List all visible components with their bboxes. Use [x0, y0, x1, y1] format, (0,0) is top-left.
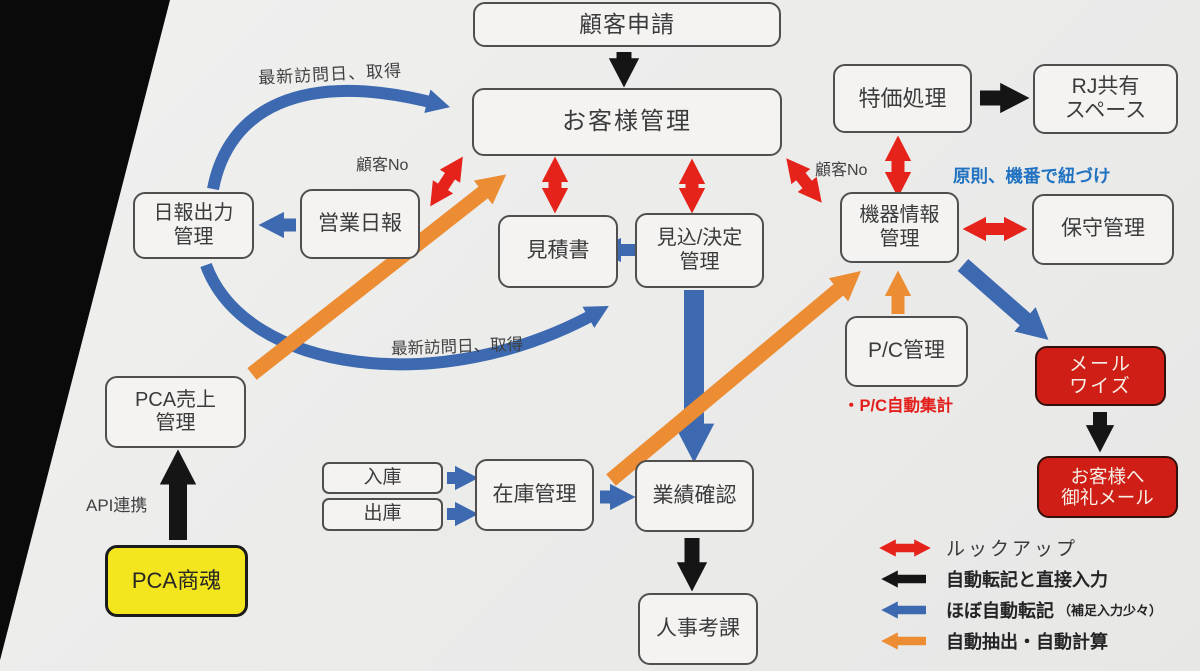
- node-inventory-management: 在庫管理: [475, 459, 594, 531]
- node-label: PCA売上: [134, 388, 217, 411]
- node-label: 顧客申請: [579, 11, 675, 38]
- legend-label: ほぼ自動転記: [946, 600, 1054, 621]
- node-mailwise: メール ワイズ: [1035, 346, 1166, 406]
- node-label: メール: [1068, 353, 1132, 375]
- orange-left-arrow-icon: [881, 631, 926, 650]
- legend-row-auto-extract-calc: 自動抽出・自動計算: [874, 625, 1162, 656]
- node-label: PCA商魂: [131, 568, 222, 594]
- node-label: 見積書: [526, 239, 590, 263]
- node-label: 入庫: [363, 466, 402, 488]
- node-thankyou-mail-to-customer: お客様へ 御礼メール: [1037, 456, 1178, 518]
- legend-row-mostly-auto-transfer: ほぼ自動転記 （補足入力少々）: [874, 594, 1162, 625]
- node-label: 出庫: [363, 503, 402, 525]
- node-label: 管理: [173, 225, 214, 248]
- node-label: ワイズ: [1069, 376, 1132, 397]
- node-label: 御礼メール: [1061, 487, 1154, 508]
- node-pca-sales-management: PCA売上 管理: [105, 376, 246, 448]
- arrow-kikijoho-to-mailwise: [957, 258, 1049, 340]
- legend-note: （補足入力少々）: [1058, 603, 1163, 618]
- note-linked-by-machine-number: 原則、機番で紐づけ: [953, 166, 1111, 186]
- node-label: 日報出力: [153, 202, 234, 225]
- arrow-eigyonippo-okyakusama-lookup: [430, 156, 463, 207]
- note-customer-no-left: 顧客No: [356, 157, 409, 174]
- node-label: 機器情報: [859, 204, 940, 227]
- node-quotation: 見積書: [498, 215, 618, 288]
- node-label: 営業日報: [318, 211, 402, 235]
- blue-left-arrow-icon: [881, 600, 926, 619]
- node-pc-management: P/C管理: [845, 316, 968, 387]
- node-prospect-decision-management: 見込/決定 管理: [635, 213, 764, 288]
- note-latest-visit-date-bottom: 最新訪問日、取得: [390, 335, 524, 359]
- node-stock-out: 出庫: [322, 498, 443, 531]
- arrow-okyakusama-kikijoho-lookup: [786, 158, 822, 203]
- node-stock-in: 入庫: [322, 462, 443, 494]
- node-maintenance-management: 保守管理: [1032, 194, 1174, 265]
- legend-label: ルックアップ: [946, 539, 1079, 560]
- node-label: 管理: [679, 250, 720, 273]
- node-label: スペース: [1064, 99, 1147, 122]
- node-customer-management: お客様管理: [472, 88, 782, 156]
- node-label: 人事考課: [656, 616, 740, 640]
- legend-label: 自動転記と直接入力: [946, 569, 1108, 590]
- node-equipment-info-management: 機器情報 管理: [840, 192, 959, 263]
- node-sales-daily-report: 営業日報: [300, 189, 420, 259]
- node-label: 在庫管理: [492, 482, 577, 506]
- node-rj-shared-space: RJ共有 スペース: [1033, 64, 1178, 134]
- node-label: RJ共有: [1071, 74, 1140, 98]
- node-pca-shokon: PCA商魂: [105, 545, 248, 617]
- node-performance-check: 業績確認: [635, 460, 754, 532]
- note-customer-no-right: 顧客No: [815, 162, 868, 179]
- node-label: 業績確認: [652, 483, 737, 507]
- arrow-gyoseki-to-kikijoho: [606, 271, 861, 486]
- node-special-price-processing: 特価処理: [833, 64, 972, 133]
- note-api-linkage: API連携: [86, 496, 148, 515]
- node-label: お客様へ: [1070, 465, 1145, 487]
- black-left-arrow-icon: [881, 569, 926, 588]
- legend: ルックアップ 自動転記と直接入力 ほぼ自動転記 （補足入力少々） 自動抽出・自動…: [874, 532, 1162, 656]
- legend-row-lookup: ルックアップ: [874, 532, 1162, 563]
- red-double-arrow-icon: [879, 538, 931, 557]
- note-pc-auto-aggregation: ・P/C自動集計: [843, 397, 954, 415]
- note-latest-visit-date-top: 最新訪問日、取得: [257, 61, 403, 88]
- node-label: P/C管理: [867, 339, 945, 363]
- node-label: お客様管理: [562, 108, 692, 136]
- node-daily-report-output-management: 日報出力 管理: [133, 192, 254, 259]
- node-label: 管理: [879, 227, 920, 250]
- legend-row-auto-transfer-direct-input: 自動転記と直接入力: [874, 563, 1162, 594]
- node-personnel-evaluation: 人事考課: [638, 593, 758, 665]
- node-customer-application: 顧客申請: [473, 2, 781, 47]
- node-label: 見込/決定: [656, 227, 743, 250]
- node-label: 特価処理: [858, 85, 947, 111]
- node-label: 保守管理: [1061, 217, 1145, 241]
- legend-label: 自動抽出・自動計算: [946, 631, 1108, 652]
- node-label: 管理: [155, 412, 196, 434]
